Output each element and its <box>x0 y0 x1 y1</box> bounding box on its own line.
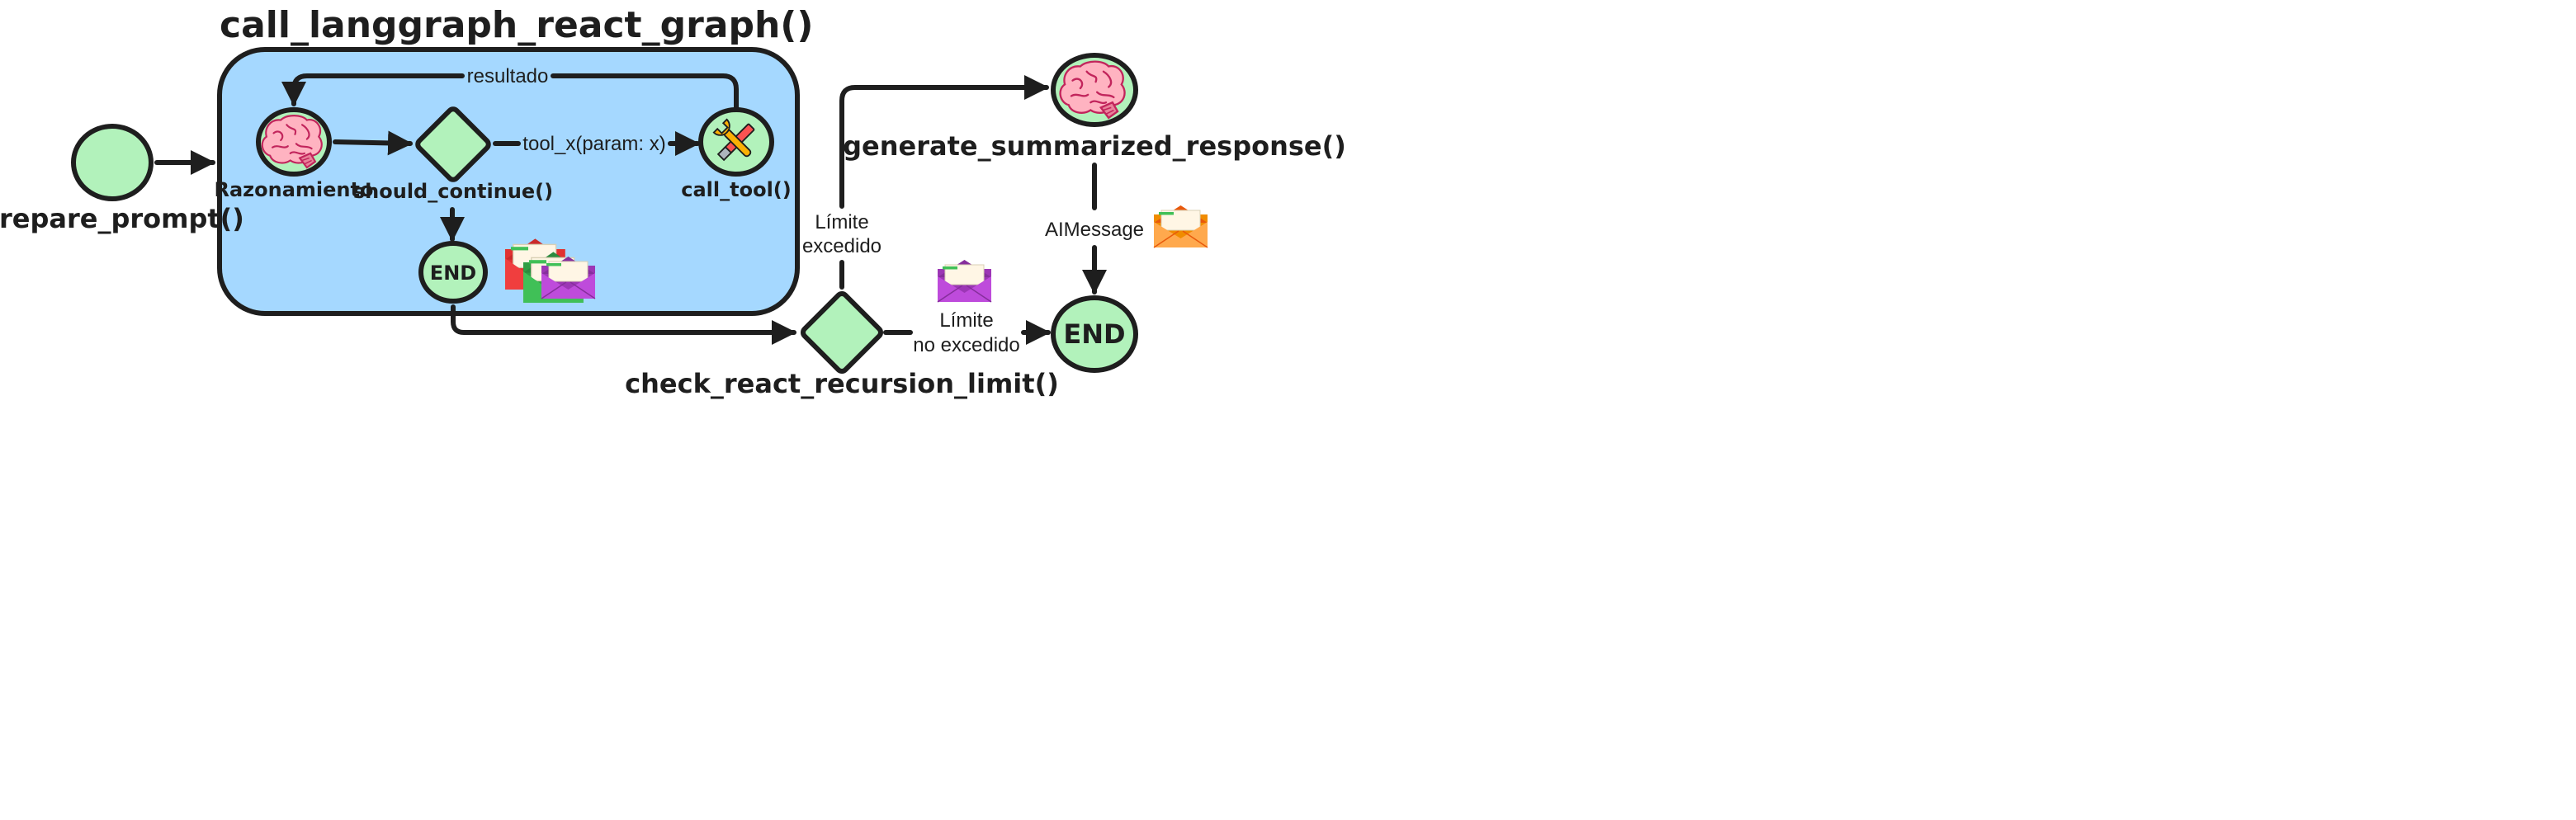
edge-label-ai-message: AIMessage <box>1045 219 1144 241</box>
envelope-icon <box>1153 205 1208 248</box>
group-title: call_langgraph_react_graph() <box>220 4 814 46</box>
edge-check-limit-to-summarize-a <box>839 75 1049 209</box>
inner-end-node <box>418 241 488 304</box>
edge-end-to-check-limit <box>451 304 796 345</box>
edge-label-limit-not-exceeded-line1: Límite <box>939 309 993 332</box>
envelope-icon <box>937 259 992 303</box>
call-tool-label: call_tool() <box>681 178 792 201</box>
edge-call-tool-result-loop-a <box>551 73 739 110</box>
edge-label-limit-not-exceeded-line2: no excedido <box>913 334 1019 356</box>
should-continue-label: should_continue() <box>353 180 553 203</box>
final-end-label: END <box>1063 318 1125 350</box>
edge-call-tool-result-loop-b <box>281 73 465 106</box>
final-end-node <box>1051 295 1138 373</box>
check-limit-node <box>800 290 884 375</box>
prepare-prompt-node <box>71 124 154 201</box>
edge-label-limit-exceeded-line2: excedido <box>802 235 882 257</box>
react-graph-group <box>217 47 800 316</box>
check-limit-label: check_react_recursion_limit() <box>625 368 1059 399</box>
should-continue-node <box>415 106 491 182</box>
edge-label-limit-exceeded-line1: Límite <box>815 211 868 233</box>
edge-label-tool-call: tool_x(param: x) <box>522 133 665 155</box>
inner-end-label: END <box>430 262 476 285</box>
prepare-prompt-label: prepare_prompt() <box>0 203 244 234</box>
reasoning-label: Razonamiento <box>215 178 374 201</box>
edge-label-resultado: resultado <box>467 65 549 87</box>
edge-reasoning-to-should-continue <box>333 130 413 156</box>
summarize-label: generate_summarized_response() <box>843 130 1346 162</box>
envelope-icon <box>541 256 596 299</box>
